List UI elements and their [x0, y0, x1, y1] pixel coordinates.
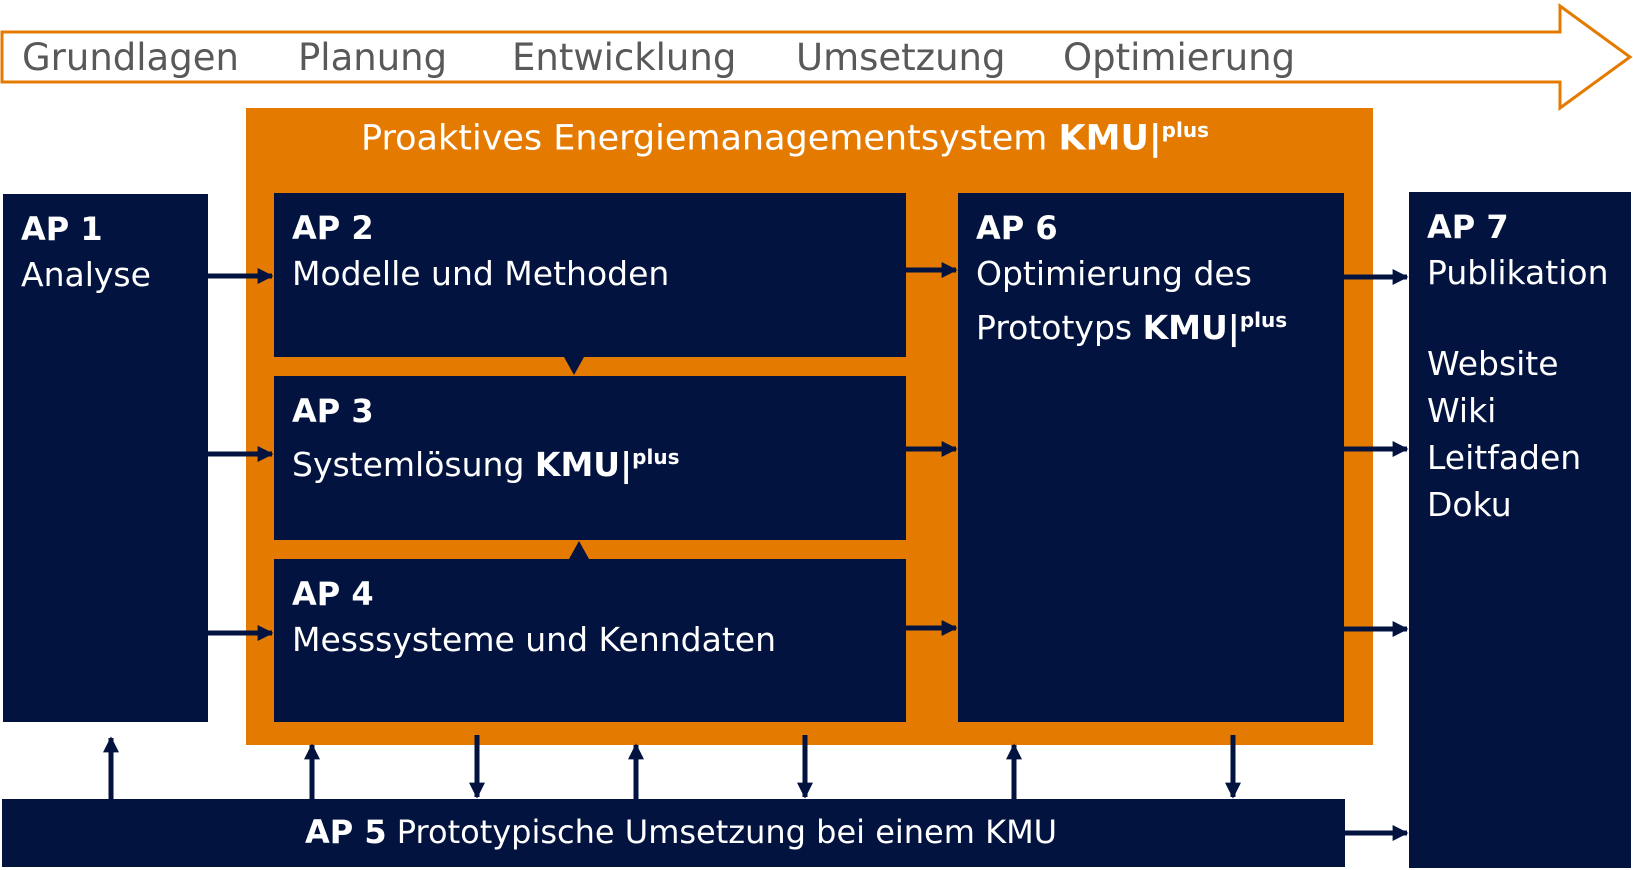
ap1-code: AP 1: [21, 210, 103, 248]
system-title-text: Proaktives Energiemanagementsystem: [361, 118, 1048, 159]
phase-entwicklung: Entwicklung: [512, 36, 737, 79]
ap3-label-line: Systemlösung KMU|plus: [292, 434, 906, 488]
ap6-line2-wrap: Prototyps KMU|plus: [976, 297, 1344, 351]
notch-ap4-up: [569, 541, 589, 559]
system-brand: KMU|: [1058, 118, 1162, 159]
system-title: Proaktives Energiemanagementsystem KMU|p…: [246, 118, 1324, 159]
ap7-item-website: Website: [1427, 344, 1559, 383]
phase-grundlagen: Grundlagen: [22, 36, 239, 79]
phase-optimierung: Optimierung: [1063, 36, 1296, 79]
ap3-code: AP 3: [292, 392, 374, 430]
ap5-text: AP 5 Prototypische Umsetzung bei einem K…: [305, 813, 1057, 851]
ap4-box: AP 4 Messsysteme und Kenndaten: [274, 559, 906, 722]
notch-ap2-down: [564, 357, 584, 375]
ap7-code: AP 7: [1427, 208, 1509, 246]
ap7-label: Publikation: [1427, 253, 1609, 292]
ap5-label: Prototypische Umsetzung bei einem KMU: [396, 813, 1058, 851]
ap1-box: AP 1 Analyse: [3, 194, 208, 722]
ap7-item-doku: Doku: [1427, 485, 1512, 524]
ap1-label: Analyse: [21, 255, 151, 294]
ap6-box: AP 6 Optimierung des Prototyps KMU|plus: [958, 193, 1344, 722]
ap6-line2: Prototyps: [976, 308, 1133, 347]
ap4-code: AP 4: [292, 575, 374, 613]
ap3-label: Systemlösung: [292, 445, 525, 484]
ap5-code: AP 5: [305, 813, 387, 851]
ap4-label: Messsysteme und Kenndaten: [292, 620, 776, 659]
ap7-publication-list: Website Wiki Leitfaden Doku: [1427, 340, 1631, 528]
ap6-brand-sup: plus: [1239, 308, 1288, 332]
ap2-label: Modelle und Methoden: [292, 254, 670, 293]
ap5-box: AP 5 Prototypische Umsetzung bei einem K…: [2, 799, 1345, 867]
ap3-brand-sup: plus: [632, 445, 680, 469]
ap2-code: AP 2: [292, 209, 374, 247]
ap6-brand: KMU|: [1142, 308, 1240, 347]
ap3-box: AP 3 Systemlösung KMU|plus: [274, 376, 906, 540]
phase-planung: Planung: [298, 36, 448, 79]
ap2-box: AP 2 Modelle und Methoden: [274, 193, 906, 357]
ap7-item-leitfaden: Leitfaden: [1427, 438, 1582, 477]
system-brand-sup: plus: [1161, 118, 1209, 142]
ap7-item-wiki: Wiki: [1427, 391, 1497, 430]
ap7-box: AP 7 Publikation Website Wiki Leitfaden …: [1409, 192, 1631, 868]
ap6-line1: Optimierung des: [976, 254, 1252, 293]
ap6-code: AP 6: [976, 209, 1058, 247]
ap3-brand: KMU|: [534, 445, 633, 484]
phase-umsetzung: Umsetzung: [796, 36, 1006, 79]
